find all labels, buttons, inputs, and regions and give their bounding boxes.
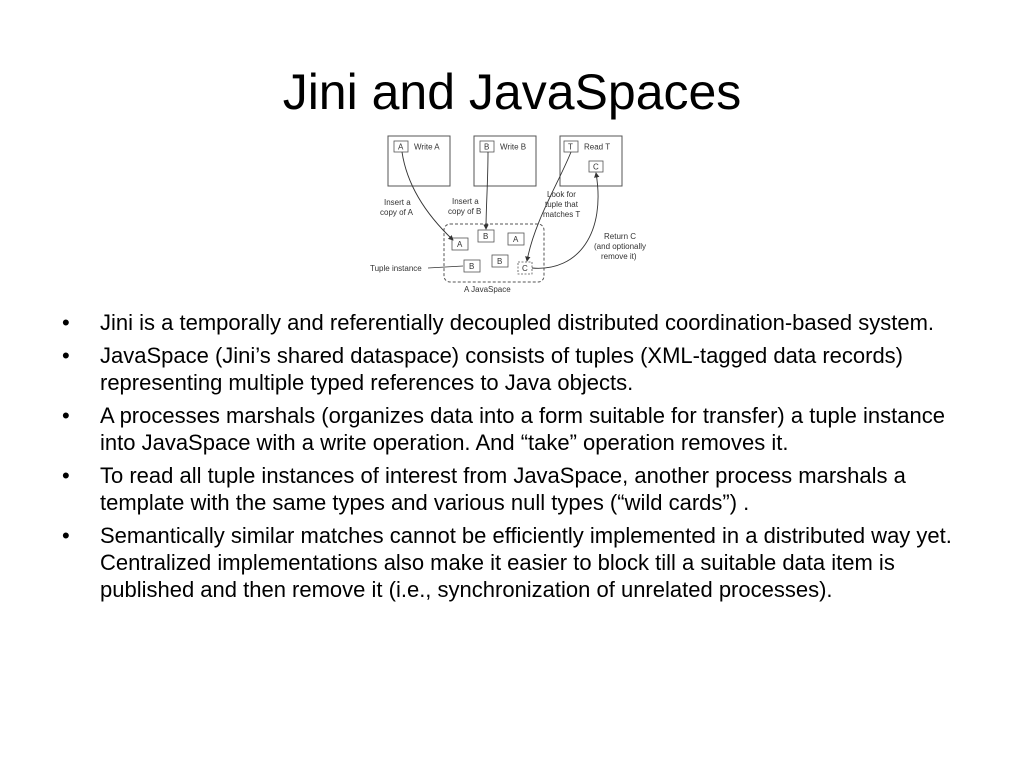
bullet-item: • Jini is a temporally and referentially …	[62, 309, 972, 336]
bullet-text: Semantically similar matches cannot be e…	[100, 523, 952, 602]
bullet-list: • Jini is a temporally and referentially …	[62, 309, 972, 609]
insert-a-arrow	[401, 151, 454, 241]
tuple-instance-label: Tuple instance	[370, 264, 422, 273]
return-label-line2: (and optionally	[594, 242, 646, 251]
process-box-read-t	[559, 135, 623, 187]
tuple-a-in-process-label: A	[398, 143, 404, 152]
space-tuple-b-3-label: B	[497, 257, 502, 266]
tuple-b-in-process-label: B	[484, 143, 489, 152]
process-read-t-label: Read T	[584, 143, 610, 152]
process-box-write-a	[387, 135, 451, 187]
return-label-line1: Return C	[604, 232, 636, 241]
tuple-b-in-process	[479, 140, 495, 153]
bullet-item: • Semantically similar matches cannot be …	[62, 522, 972, 603]
space-tuple-b-1	[477, 229, 495, 243]
bullet-item: • To read all tuple instances of interest…	[62, 462, 972, 516]
lookup-label-line3: matches T	[543, 210, 580, 219]
insert-b-arrow	[483, 151, 489, 230]
insert-b-label-line2: copy of B	[448, 207, 481, 216]
bullet-icon: •	[62, 343, 70, 368]
space-tuple-a-1-label: A	[457, 240, 463, 249]
return-label-line3: remove it)	[601, 252, 637, 261]
bullet-text: A processes marshals (organizes data int…	[100, 403, 945, 455]
bullet-icon: •	[62, 310, 70, 335]
tuple-t-in-process-label: T	[568, 143, 573, 152]
space-tuple-b-3	[491, 254, 509, 268]
space-tuple-a-1	[451, 237, 469, 251]
javaspace-diagram: A Write A B Write B T Read T C A JavaSpa…	[364, 132, 664, 298]
bullet-icon: •	[62, 403, 70, 428]
space-tuple-c-label: C	[522, 264, 528, 273]
space-tuple-b-1-label: B	[483, 232, 488, 241]
lookup-label-line1: Look for	[547, 190, 576, 199]
process-write-a-label: Write A	[414, 143, 440, 152]
javaspace-label: A JavaSpace	[464, 285, 511, 294]
process-box-write-b	[473, 135, 537, 187]
tuple-c-in-process-label: C	[593, 163, 599, 172]
javaspace-region	[443, 223, 545, 283]
bullet-item: • A processes marshals (organizes data in…	[62, 402, 972, 456]
bullet-text: Jini is a temporally and referentially d…	[100, 310, 935, 335]
tuple-a-in-process	[393, 140, 409, 153]
lookup-arrow	[525, 151, 572, 262]
bullet-icon: •	[62, 463, 70, 488]
insert-a-label-line1: Insert a	[384, 198, 411, 207]
space-tuple-a-2-label: A	[513, 235, 519, 244]
return-arrow	[531, 172, 600, 269]
space-tuple-b-2-label: B	[469, 262, 474, 271]
insert-b-label-line1: Insert a	[452, 197, 479, 206]
bullet-icon: •	[62, 523, 70, 548]
bullet-item: • JavaSpace (Jini’s shared dataspace) con…	[62, 342, 972, 396]
insert-a-label-line2: copy of A	[380, 208, 414, 217]
slide-title: Jini and JavaSpaces	[282, 64, 742, 120]
tuple-instance-pointer	[427, 265, 464, 269]
tuple-c-in-process	[588, 160, 604, 173]
space-tuple-a-2	[507, 232, 525, 246]
space-tuple-b-2	[463, 259, 481, 273]
space-tuple-c	[517, 261, 533, 275]
process-write-b-label: Write B	[500, 143, 526, 152]
javaspace-diagram-svg: A Write A B Write B T Read T C A JavaSpa…	[370, 135, 646, 294]
lookup-label-line2: tuple that	[545, 200, 579, 209]
bullet-text: To read all tuple instances of interest …	[100, 463, 906, 515]
bullet-text: JavaSpace (Jini’s shared dataspace) cons…	[100, 343, 904, 395]
